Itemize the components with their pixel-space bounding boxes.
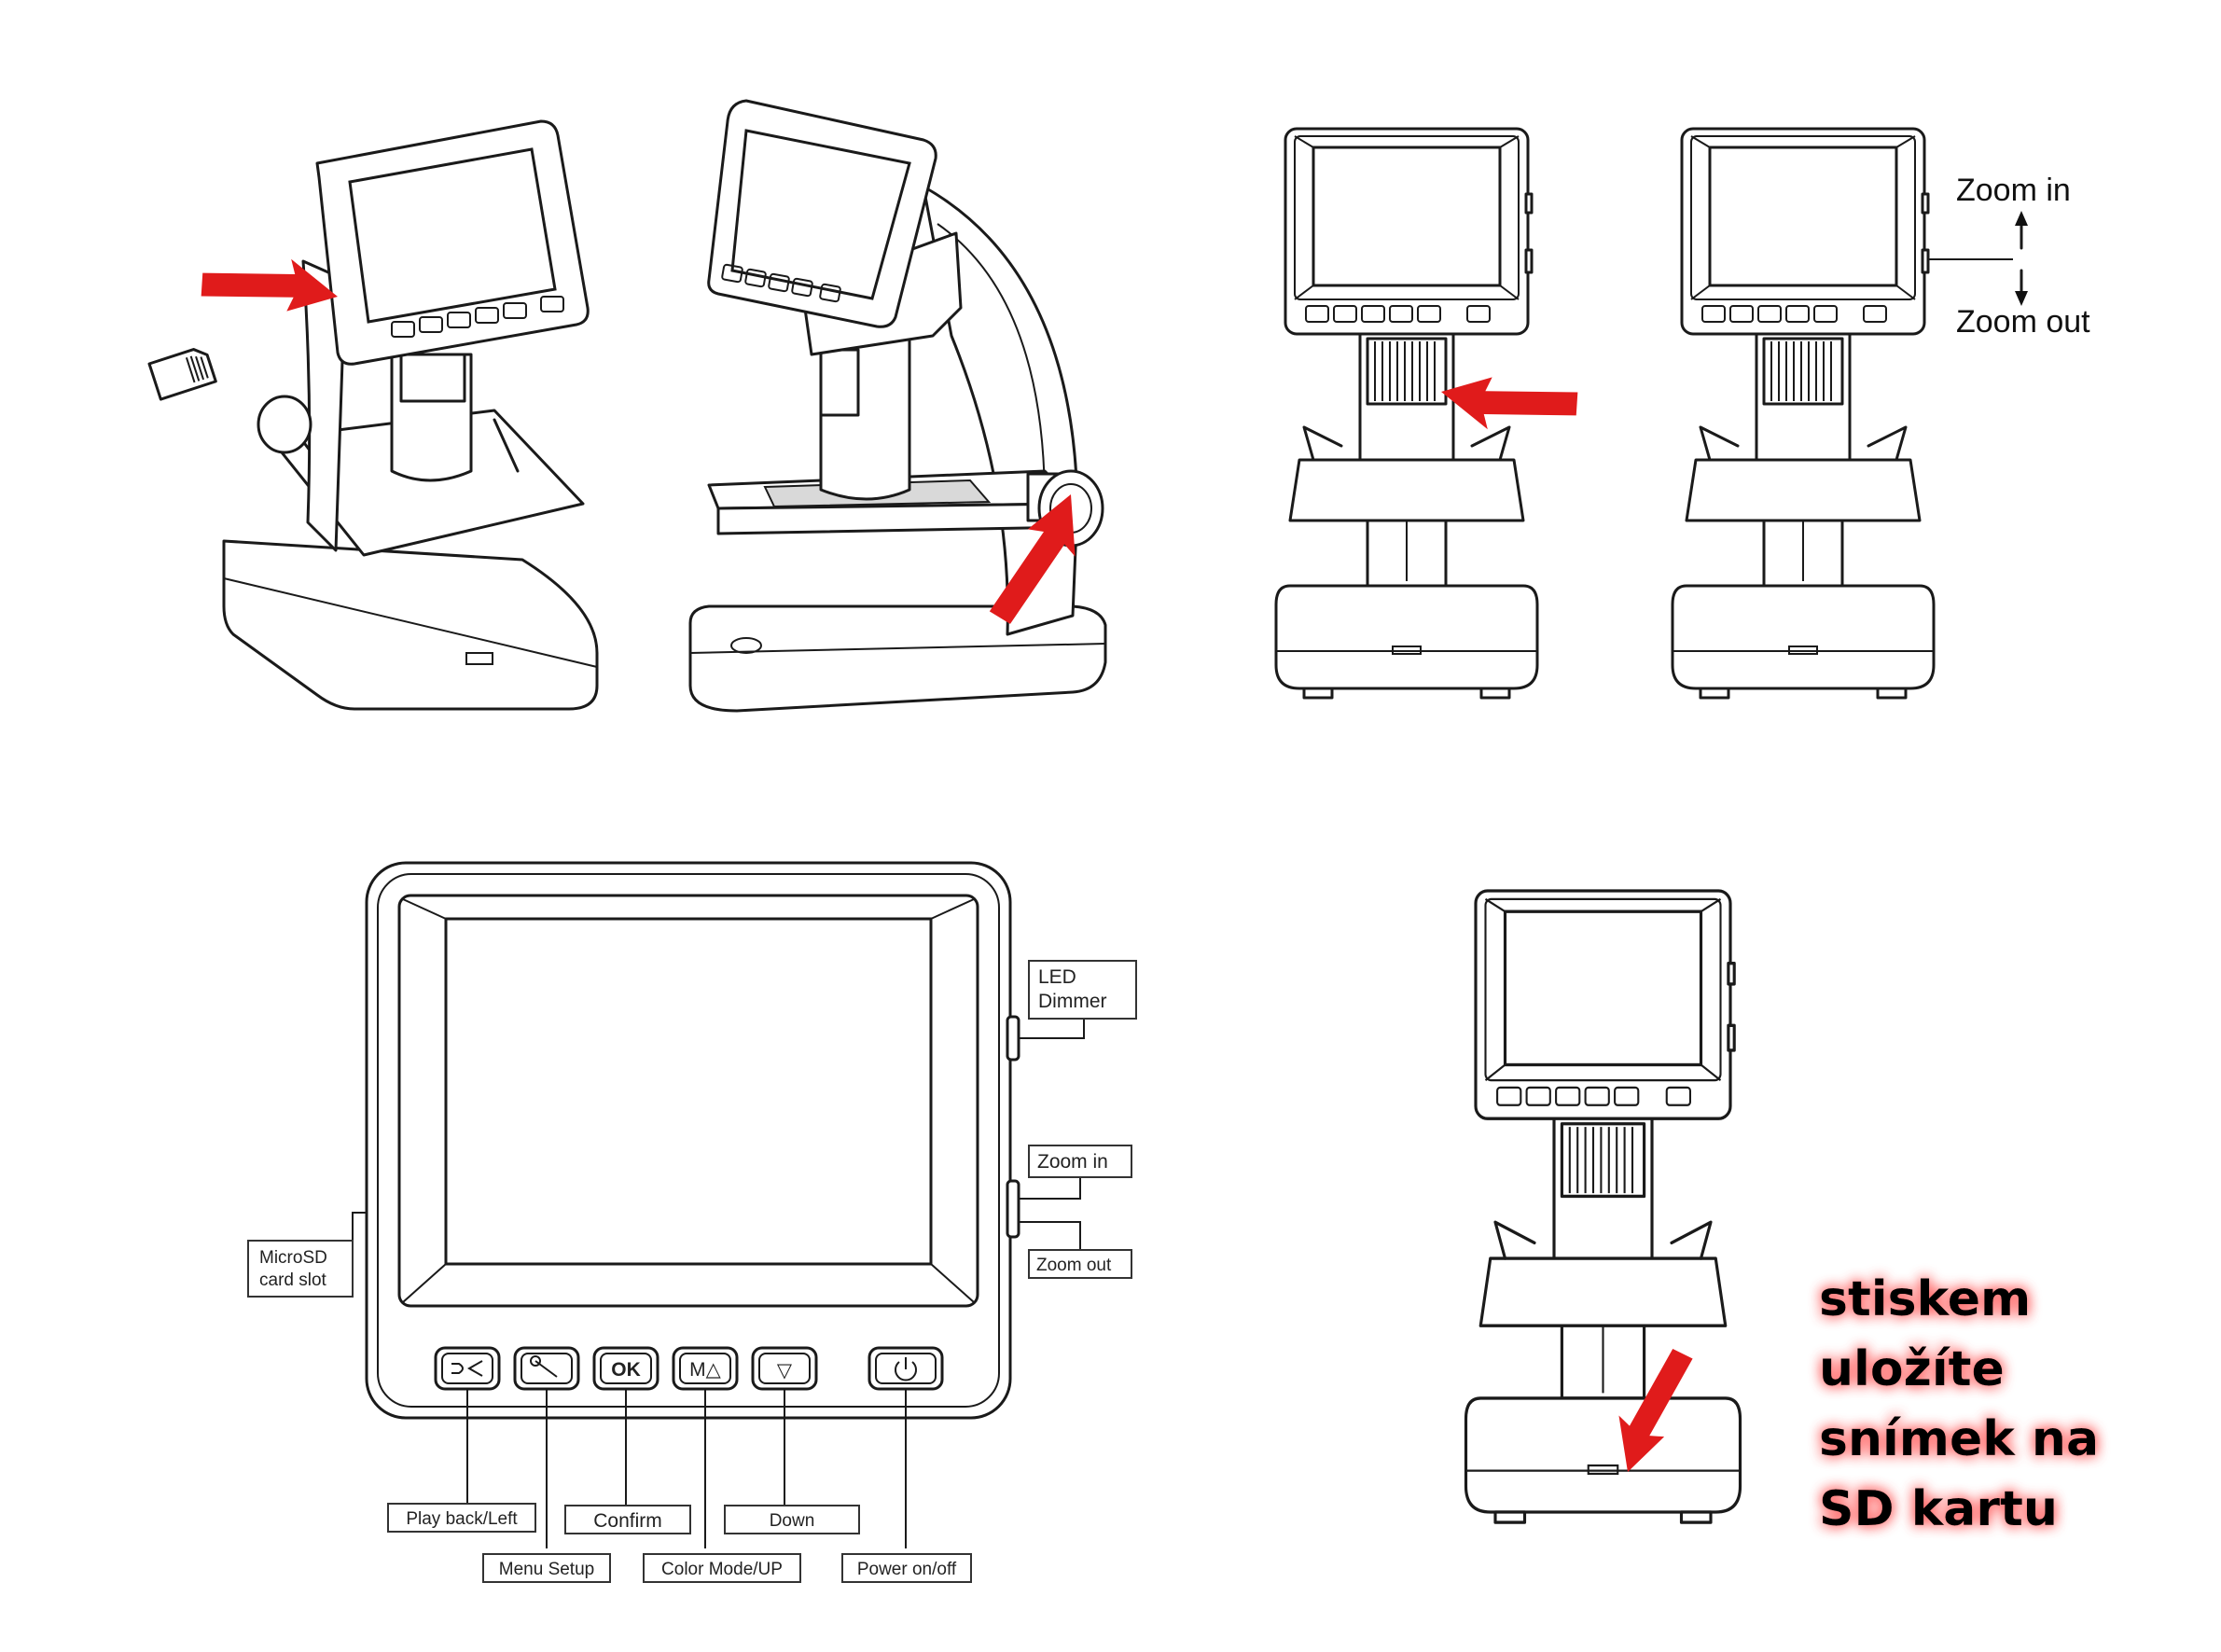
confirm-label-box <box>564 1505 691 1534</box>
led-dimmer-label-line2: Dimmer <box>1038 991 1107 1012</box>
zoom-out-label: Zoom out <box>1956 304 2090 340</box>
down-label: Down <box>770 1511 815 1531</box>
down-button[interactable]: ▽ <box>751 1346 818 1391</box>
snapshot-note: stiskem uložíte snímek na SD kartu <box>1819 1271 2099 1537</box>
color-mode-up-label-box <box>643 1553 801 1583</box>
play-back-left-label-box <box>387 1503 536 1533</box>
figure-snapshot-button: stiskem uložíte snímek na SD kartu <box>1464 889 2099 1537</box>
left-arrow-icon <box>466 1360 483 1377</box>
microsd-label-box <box>247 1240 354 1298</box>
power-label: Power on/off <box>857 1560 957 1579</box>
zoom-in-side-label-box <box>1028 1145 1132 1178</box>
mode-glyph: M△ <box>689 1359 721 1381</box>
confirm-button[interactable]: OK <box>592 1346 659 1391</box>
power-icon <box>895 1357 917 1381</box>
menu-setup-label-box <box>482 1553 611 1583</box>
note-line-4: SD kartu <box>1819 1481 2058 1537</box>
led-dimmer-label-box <box>1028 960 1137 1020</box>
note-line-2: uložíte <box>1819 1341 2005 1397</box>
lcd-screen <box>444 917 933 1266</box>
confirm-label: Confirm <box>593 1510 662 1532</box>
figure-card-insertion <box>147 112 606 728</box>
down-label-box <box>724 1505 860 1534</box>
figure-focus-knob <box>688 99 1110 713</box>
microsd-label-line2: card slot <box>259 1270 327 1290</box>
play-back-left-button[interactable] <box>434 1346 501 1391</box>
down-arrow-icon: ▽ <box>777 1360 793 1381</box>
zoom-out-side-label: Zoom out <box>1036 1256 1112 1275</box>
zoom-in-label: Zoom in <box>1956 173 2071 208</box>
zoom-in-side-label: Zoom in <box>1037 1151 1108 1173</box>
note-line-1: stiskem <box>1819 1271 2031 1327</box>
figure-focus-ring <box>1274 127 1588 700</box>
note-line-3: snímek na <box>1819 1411 2099 1467</box>
ok-glyph: OK <box>611 1359 641 1381</box>
menu-setup-label: Menu Setup <box>499 1560 594 1579</box>
led-dimmer-label-line1: LED <box>1038 966 1076 988</box>
figure-zoom-buttons: Zoom in Zoom out <box>1671 127 2090 700</box>
power-label-box <box>841 1553 972 1583</box>
power-button[interactable] <box>868 1346 944 1391</box>
microsd-label-line1: MicroSD <box>259 1248 327 1268</box>
return-icon <box>451 1363 464 1374</box>
play-back-left-label: Play back/Left <box>406 1509 518 1529</box>
menu-setup-button[interactable] <box>513 1346 580 1391</box>
color-mode-up-label: Color Mode/UP <box>661 1560 783 1579</box>
color-mode-up-button[interactable]: M△ <box>672 1346 739 1391</box>
front-panel-diagram: OK M△ ▽ Play back/Left <box>247 861 1137 1583</box>
zoom-out-side-label-box <box>1028 1249 1132 1279</box>
wrench-icon <box>530 1355 558 1378</box>
